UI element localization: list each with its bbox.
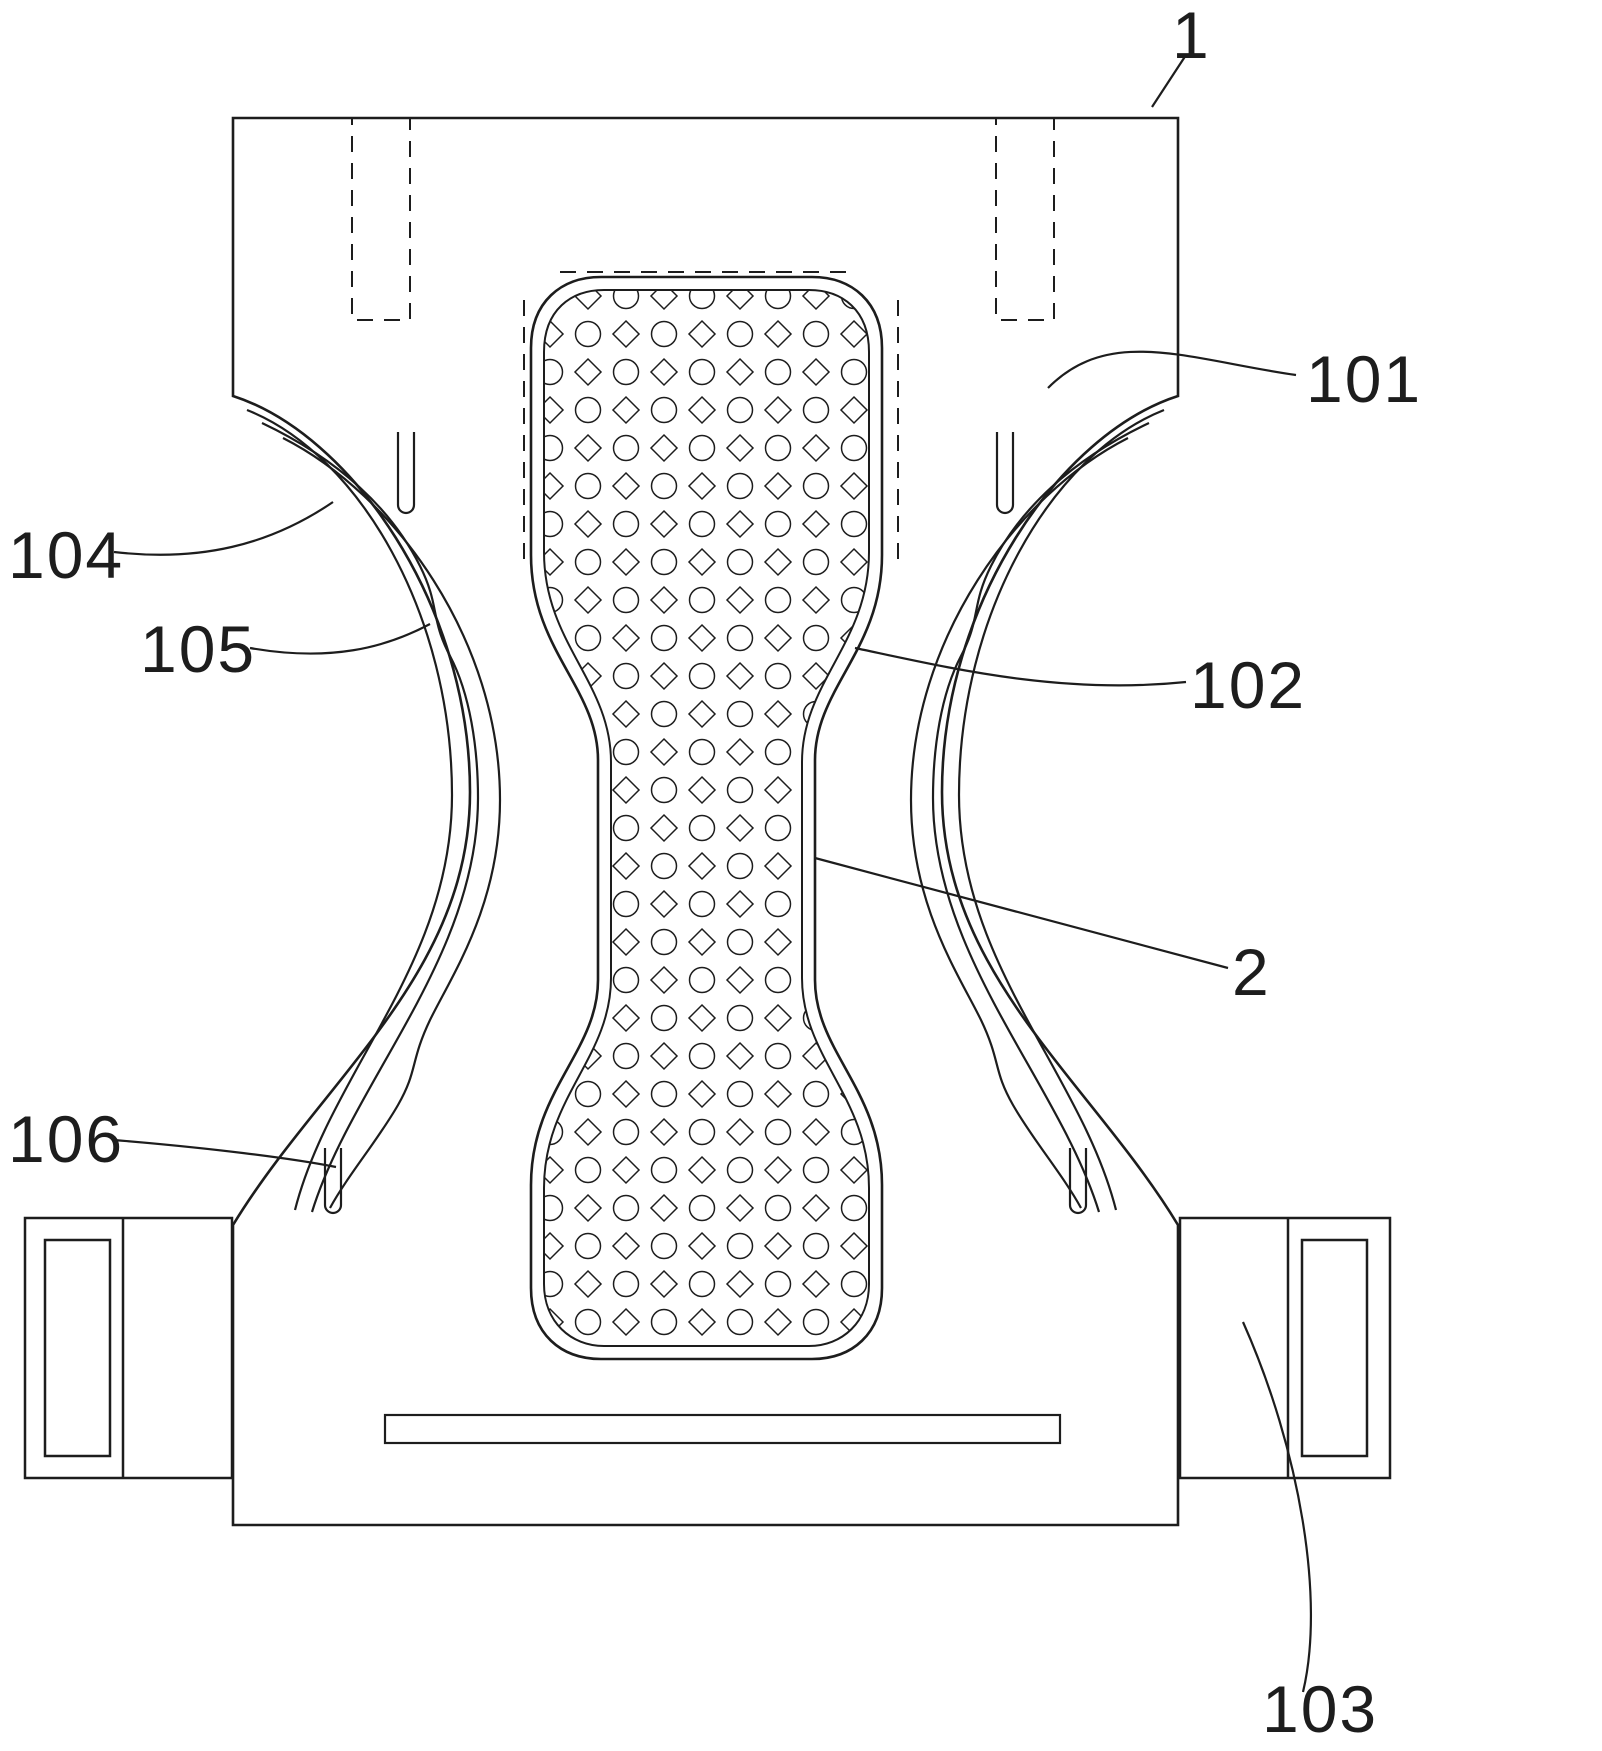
leader-106 — [113, 1138, 337, 1169]
landing-zone-strip — [383, 1413, 1062, 1445]
leader-103 — [1241, 1321, 1313, 1693]
leader-104 — [113, 501, 334, 556]
label-101: 101 — [1306, 342, 1422, 416]
label-104: 104 — [8, 518, 124, 592]
right-fastening-tab — [1178, 1216, 1392, 1480]
label-102: 102 — [1190, 648, 1306, 722]
elastic-end-hooks — [323, 432, 1088, 1215]
leader-lines — [113, 54, 1313, 1693]
label-103: 103 — [1262, 1672, 1378, 1746]
hook-top-left — [396, 432, 416, 515]
tape-zone-dashed-left — [351, 117, 411, 321]
hook-bottom-left — [323, 1148, 343, 1215]
tape-zone-dashed-right — [995, 117, 1055, 321]
hook-top-right — [995, 432, 1015, 515]
label-2: 2 — [1232, 935, 1271, 1009]
left-fastening-tab — [23, 1216, 234, 1480]
hook-bottom-right — [1068, 1148, 1088, 1215]
core-hidden-edges-dashed — [523, 271, 899, 562]
label-1: 1 — [1172, 0, 1211, 72]
leader-105 — [249, 623, 431, 655]
label-105: 105 — [140, 612, 256, 686]
absorbent-core-pattern — [543, 289, 870, 1347]
leader-102 — [854, 646, 1187, 687]
leader-101 — [1047, 350, 1297, 389]
leg-cuff-right — [909, 408, 1165, 1213]
label-106: 106 — [8, 1102, 124, 1176]
leader-1 — [1151, 54, 1187, 108]
leader-2 — [814, 856, 1229, 970]
leg-cuff-left — [246, 408, 502, 1213]
